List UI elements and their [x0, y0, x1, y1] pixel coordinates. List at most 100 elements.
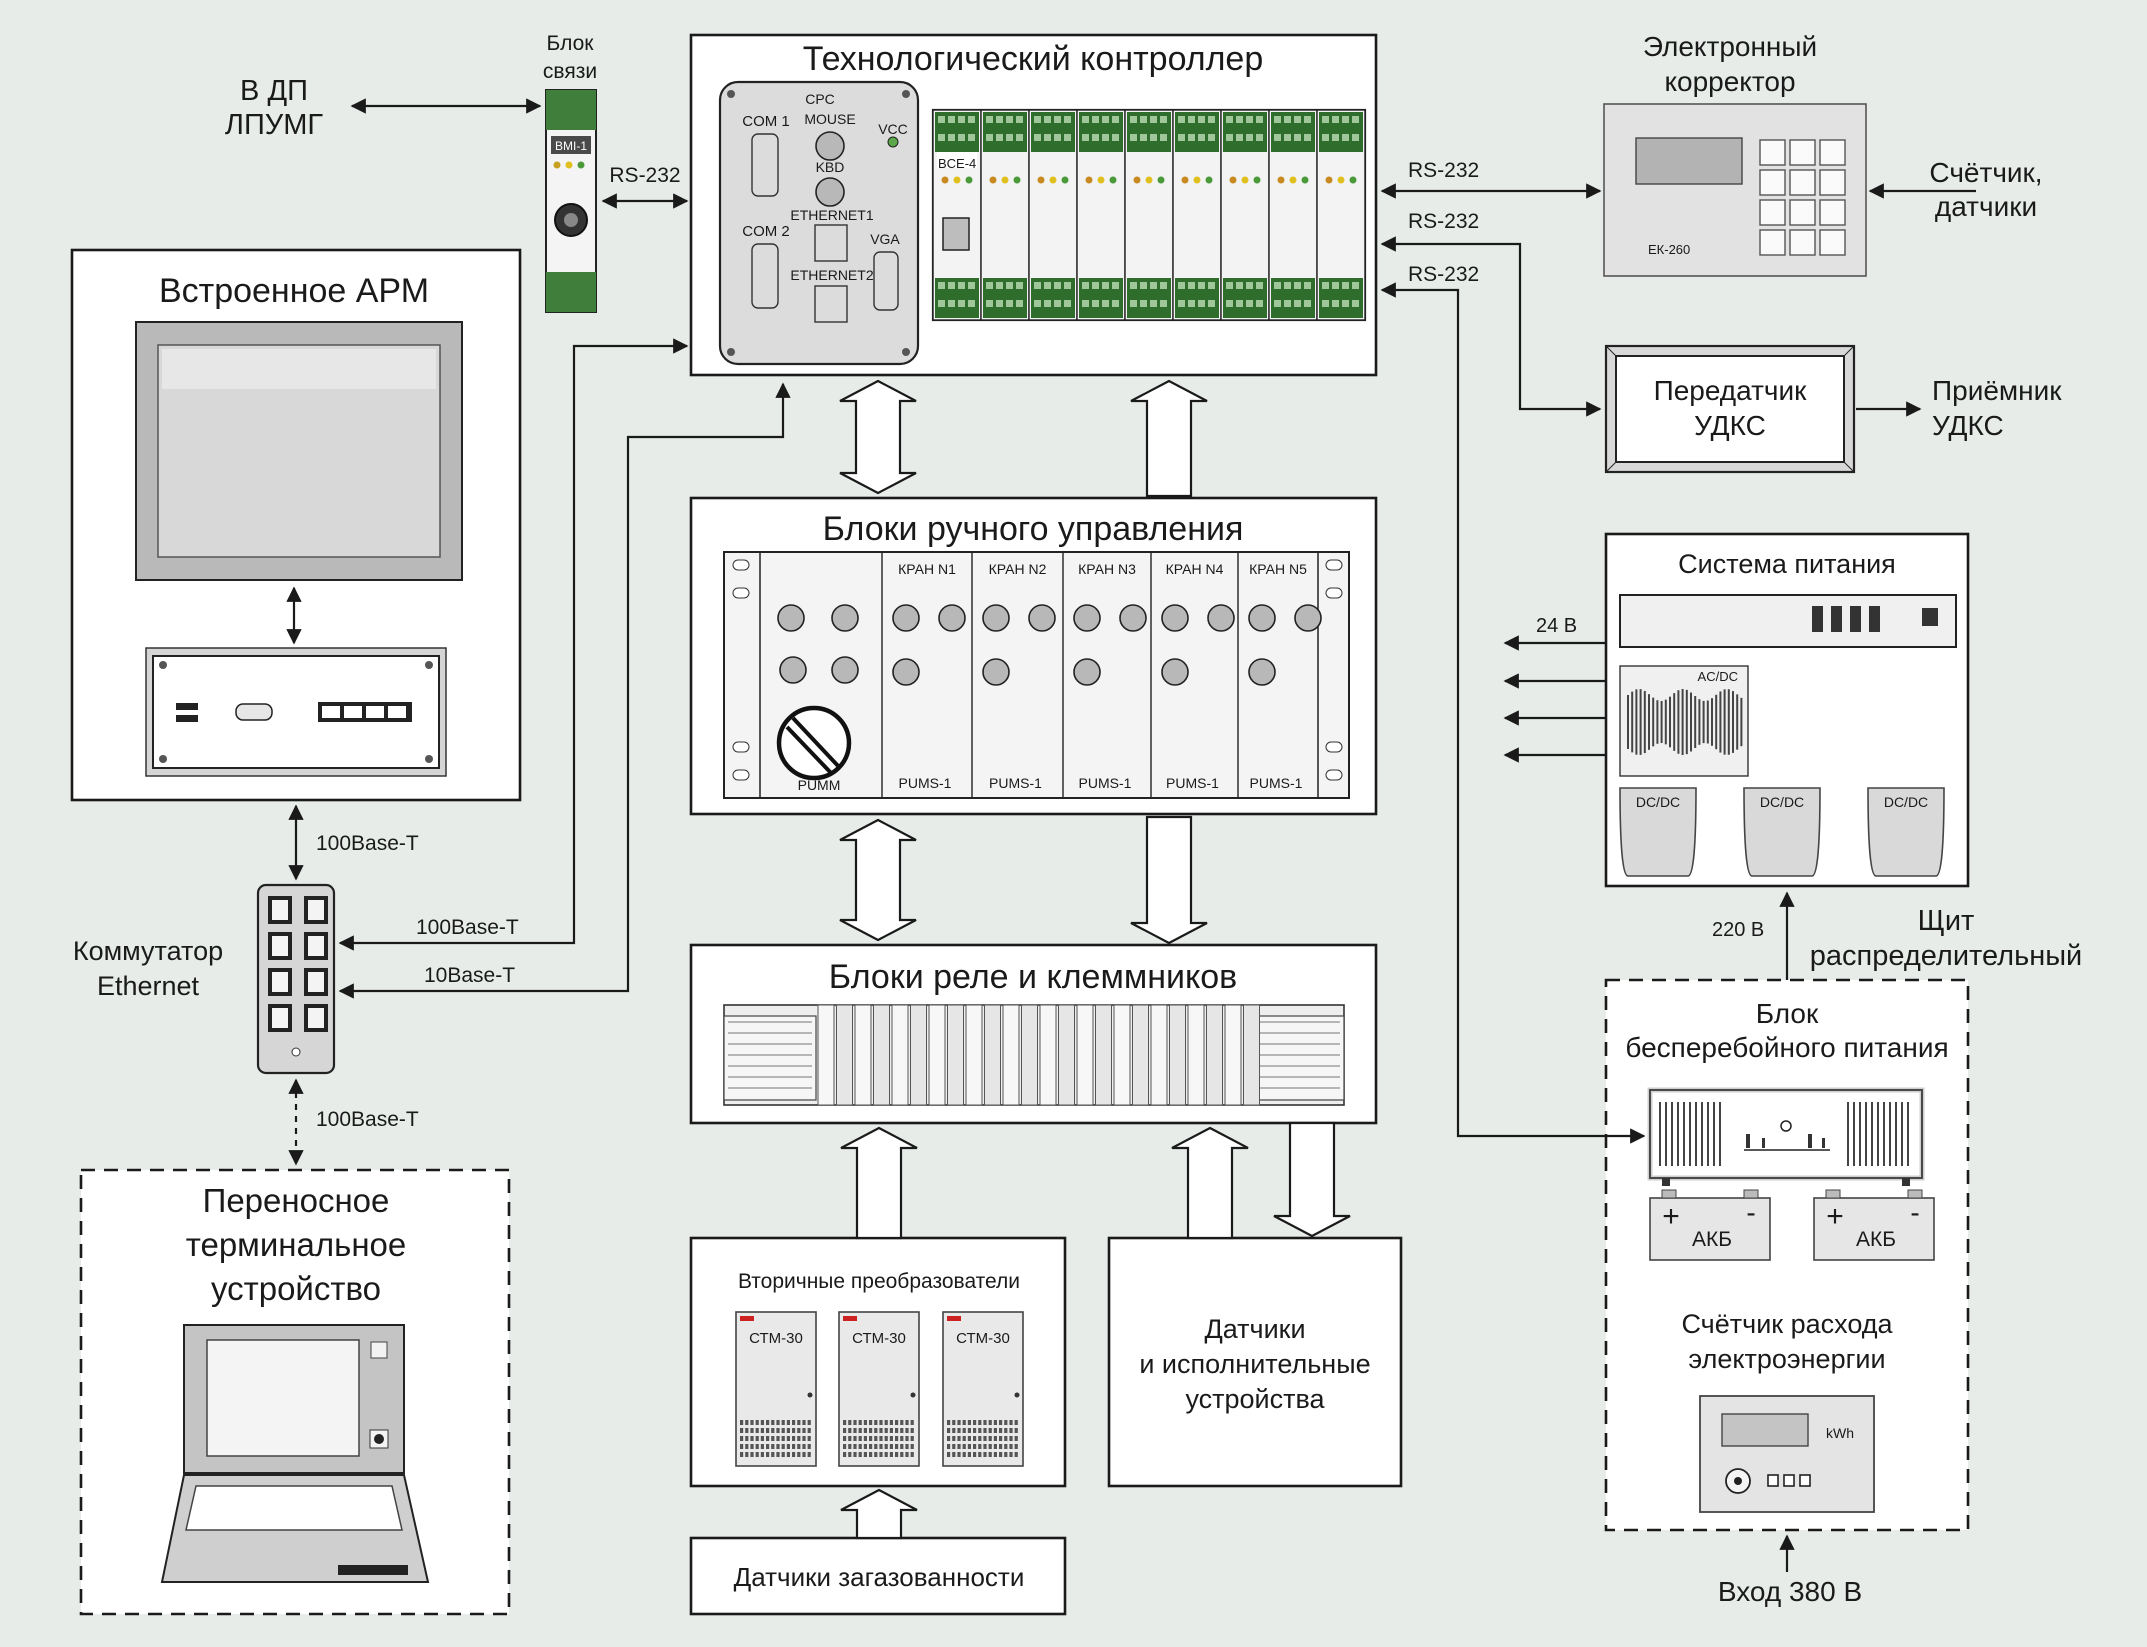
ctm-vent: [895, 1436, 899, 1441]
io-terminal-screw: [1188, 116, 1195, 123]
io-terminal-screw: [1178, 300, 1185, 307]
ctm-vent: [967, 1444, 971, 1449]
eth1-link-label: 100Base-T: [416, 916, 519, 939]
ctm-vent: [879, 1452, 883, 1457]
relay-strip: [1150, 1004, 1168, 1106]
relay-strip: [1206, 1004, 1223, 1106]
relay-strip: [947, 1004, 964, 1106]
udks-rx-label-2: УДКС: [1932, 410, 2004, 441]
ctm-vent: [1014, 1428, 1018, 1433]
io-terminal-screw: [1304, 300, 1311, 307]
io-terminal-screw: [948, 134, 955, 141]
ctm-vent: [802, 1452, 806, 1457]
ctm-vent: [807, 1420, 811, 1425]
ctm-vent: [807, 1428, 811, 1433]
relay-strip: [910, 1004, 927, 1106]
keypad-key: [1789, 169, 1816, 196]
io-terminal-screw: [1044, 116, 1051, 123]
ctm-vent: [853, 1452, 857, 1457]
v220-label: 220 В: [1712, 919, 1764, 941]
io-led: [1085, 176, 1093, 184]
io-terminal-screw: [1352, 134, 1359, 141]
io-terminal-screw: [1160, 300, 1167, 307]
power-rack-unit: [1619, 594, 1957, 648]
io-terminal-screw: [1274, 116, 1281, 123]
relay-strip: [891, 1004, 909, 1106]
io-terminal-screw: [1044, 134, 1051, 141]
controller-title: Технологический контроллер: [803, 40, 1264, 78]
ctm-vent: [889, 1420, 893, 1425]
terminal-block-left: [723, 1015, 817, 1101]
ctm-vent: [993, 1452, 997, 1457]
io-led: [1157, 176, 1165, 184]
io-terminal-screw: [1236, 134, 1243, 141]
io-terminal-screw: [1304, 134, 1311, 141]
io-terminal-screw: [1342, 300, 1349, 307]
energy-meter-title-2: электроэнергии: [1688, 1344, 1885, 1374]
io-terminal-screw: [1082, 134, 1089, 141]
ctm-vent: [750, 1444, 754, 1449]
ctm-vent: [848, 1436, 852, 1441]
dcdc-label: DC/DC: [1884, 794, 1928, 810]
link-block-title-1: Блок: [547, 32, 595, 55]
io-terminal-screw: [1006, 282, 1013, 289]
ctm-vent: [983, 1420, 987, 1425]
io-terminal-screw: [1150, 116, 1157, 123]
ctm-vent: [797, 1444, 801, 1449]
io-terminal-screw: [968, 116, 975, 123]
ctm-vent: [740, 1452, 744, 1457]
relay-strip: [965, 1004, 983, 1106]
ctm-vent: [797, 1436, 801, 1441]
keypad-key: [1759, 139, 1786, 166]
io-terminal-screw: [1332, 300, 1339, 307]
ctm-vent: [869, 1444, 873, 1449]
valve-label: КРАН N3: [1078, 561, 1136, 577]
ctm-vent: [947, 1428, 951, 1433]
ctm-vent: [978, 1436, 982, 1441]
io-terminal-screw: [1016, 300, 1023, 307]
dcdc-module: [1867, 787, 1945, 877]
io-terminal-screw: [1256, 282, 1263, 289]
ctm-vent: [786, 1444, 790, 1449]
io-terminal-screw: [1208, 116, 1215, 123]
ctm-vent: [983, 1444, 987, 1449]
io-terminal-screw: [1178, 116, 1185, 123]
relay-strip: [1058, 1004, 1075, 1106]
io-terminal-screw: [1016, 282, 1023, 289]
ctm-vent: [962, 1436, 966, 1441]
io-terminal-screw: [1034, 134, 1041, 141]
ctm-vent: [957, 1436, 961, 1441]
bce-eth-port: [942, 217, 970, 251]
ctm-vent: [910, 1436, 914, 1441]
io-terminal-screw: [1226, 134, 1233, 141]
io-terminal-screw: [958, 116, 965, 123]
io-terminal-screw: [1256, 116, 1263, 123]
battery: [1649, 1197, 1771, 1261]
keypad-key: [1819, 199, 1846, 226]
io-led: [1325, 176, 1333, 184]
electronic-corrector: Электронный корректор ЕК-260: [1603, 31, 1867, 277]
keypad-key: [1789, 139, 1816, 166]
manual-to-controller-arrow: [1130, 379, 1208, 498]
ups-rs232-line: [1380, 282, 1646, 1144]
ctm-vent: [755, 1444, 759, 1449]
ctm-vent: [967, 1452, 971, 1457]
ctm-vent: [1004, 1452, 1008, 1457]
secondary-to-relay-arrow: [840, 1126, 918, 1240]
dp-label-2: ЛПУМГ: [225, 109, 323, 141]
ctm-vent: [962, 1444, 966, 1449]
io-terminal-screw: [1130, 116, 1137, 123]
io-terminal-screw: [958, 134, 965, 141]
vga-label: VGA: [870, 231, 900, 247]
io-terminal-screw: [938, 116, 945, 123]
battery-terminal: [1825, 1189, 1841, 1199]
ctm-vent: [952, 1444, 956, 1449]
valve-label: КРАН N4: [1166, 561, 1224, 577]
pums-label: PUMS-1: [989, 775, 1042, 791]
switch-port-socket: [308, 972, 324, 992]
battery-label: АКБ: [1856, 1228, 1896, 1251]
io-terminal-screw: [968, 134, 975, 141]
io-terminal-screw: [1112, 282, 1119, 289]
ctm-vent: [993, 1444, 997, 1449]
io-terminal-screw: [1352, 116, 1359, 123]
